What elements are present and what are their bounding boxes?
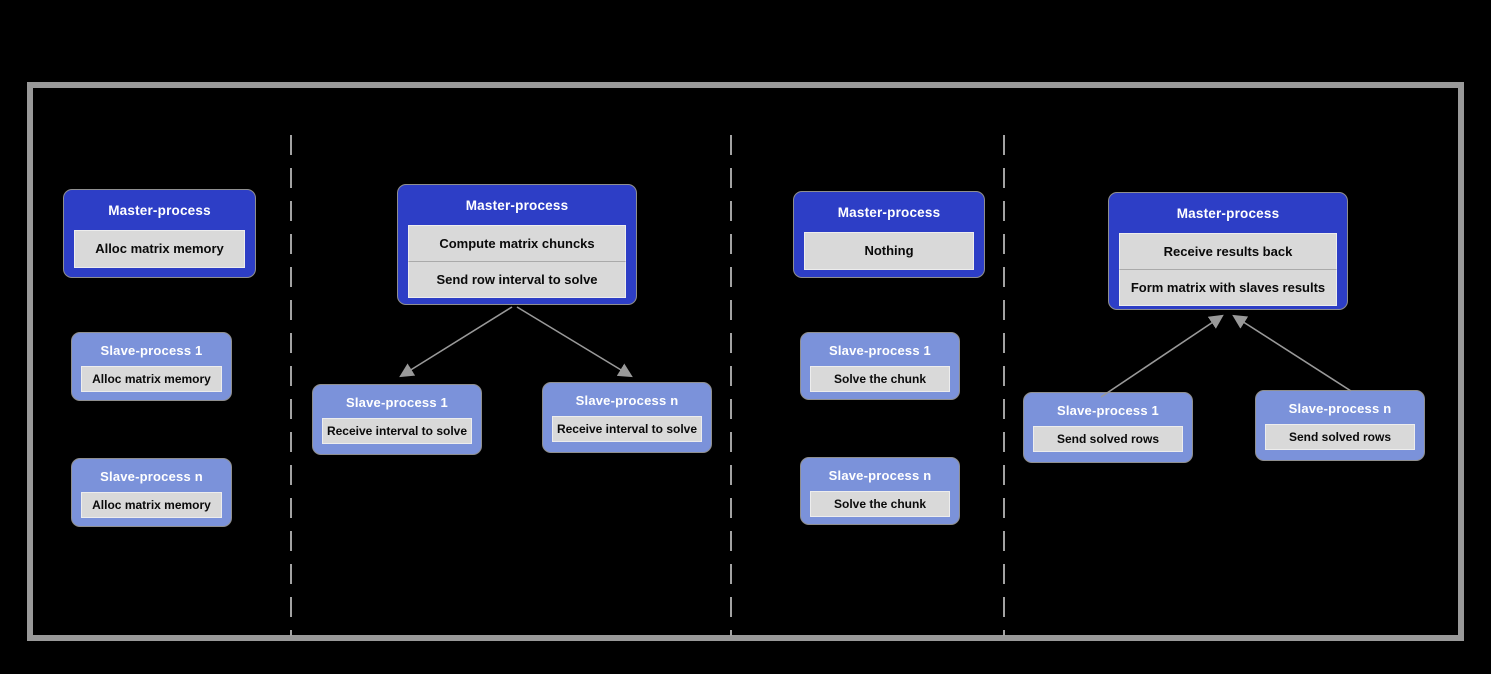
task-label: Form matrix with slaves results — [1119, 269, 1337, 306]
task-list: Alloc matrix memory — [81, 492, 222, 518]
slave-process-n-box-phase2: Slave-process n Receive interval to solv… — [542, 382, 712, 453]
task-label: Alloc matrix memory — [81, 366, 222, 392]
slave-process-1-box-phase1: Slave-process 1 Alloc matrix memory — [71, 332, 232, 401]
process-title: Slave-process 1 — [100, 343, 203, 358]
task-list: Send solved rows — [1033, 426, 1183, 452]
task-label: Compute matrix chuncks — [408, 225, 626, 262]
slave-process-1-box-phase2: Slave-process 1 Receive interval to solv… — [312, 384, 482, 455]
process-title: Master-process — [108, 203, 211, 218]
process-title: Slave-process n — [828, 468, 932, 483]
slave-process-n-box-phase1: Slave-process n Alloc matrix memory — [71, 458, 232, 527]
task-label: Nothing — [804, 232, 974, 270]
task-label: Send row interval to solve — [408, 261, 626, 298]
master-process-box-phase2: Master-process Compute matrix chuncks Se… — [397, 184, 637, 305]
task-label: Send solved rows — [1265, 424, 1415, 450]
task-label: Receive results back — [1119, 233, 1337, 270]
phase-divider-3 — [1003, 135, 1005, 636]
slave-process-n-box-phase4: Slave-process n Send solved rows — [1255, 390, 1425, 461]
task-list: Receive results back Form matrix with sl… — [1119, 233, 1337, 306]
process-title: Master-process — [837, 205, 941, 220]
phase-divider-1 — [290, 135, 292, 636]
task-list: Solve the chunk — [810, 491, 950, 517]
process-title: Slave-process 1 — [345, 395, 448, 410]
process-title: Slave-process n — [1288, 401, 1392, 416]
task-label: Receive interval to solve — [552, 416, 702, 442]
task-label: Solve the chunk — [810, 366, 950, 392]
process-title: Master-process — [465, 198, 569, 213]
phase-divider-2 — [730, 135, 732, 636]
process-title: Master-process — [1176, 206, 1280, 221]
master-process-box-phase4: Master-process Receive results back Form… — [1108, 192, 1348, 310]
master-process-box-phase3: Master-process Nothing — [793, 191, 985, 278]
process-title: Slave-process n — [100, 469, 203, 484]
slave-process-1-box-phase4: Slave-process 1 Send solved rows — [1023, 392, 1193, 463]
task-list: Receive interval to solve — [552, 416, 702, 442]
slave-process-1-box-phase3: Slave-process 1 Solve the chunk — [800, 332, 960, 400]
master-process-box-phase1: Master-process Alloc matrix memory — [63, 189, 256, 278]
task-label: Alloc matrix memory — [74, 230, 245, 268]
process-title: Slave-process n — [575, 393, 679, 408]
task-list: Alloc matrix memory — [74, 230, 245, 268]
task-list: Compute matrix chuncks Send row interval… — [408, 225, 626, 298]
task-list: Solve the chunk — [810, 366, 950, 392]
task-list: Alloc matrix memory — [81, 366, 222, 392]
process-title: Slave-process 1 — [828, 343, 931, 358]
task-label: Send solved rows — [1033, 426, 1183, 452]
task-list: Send solved rows — [1265, 424, 1415, 450]
task-label: Alloc matrix memory — [81, 492, 222, 518]
diagram-frame — [27, 82, 1464, 641]
slave-process-n-box-phase3: Slave-process n Solve the chunk — [800, 457, 960, 525]
process-title: Slave-process 1 — [1056, 403, 1159, 418]
task-label: Solve the chunk — [810, 491, 950, 517]
task-list: Nothing — [804, 232, 974, 270]
task-list: Receive interval to solve — [322, 418, 472, 444]
task-label: Receive interval to solve — [322, 418, 472, 444]
